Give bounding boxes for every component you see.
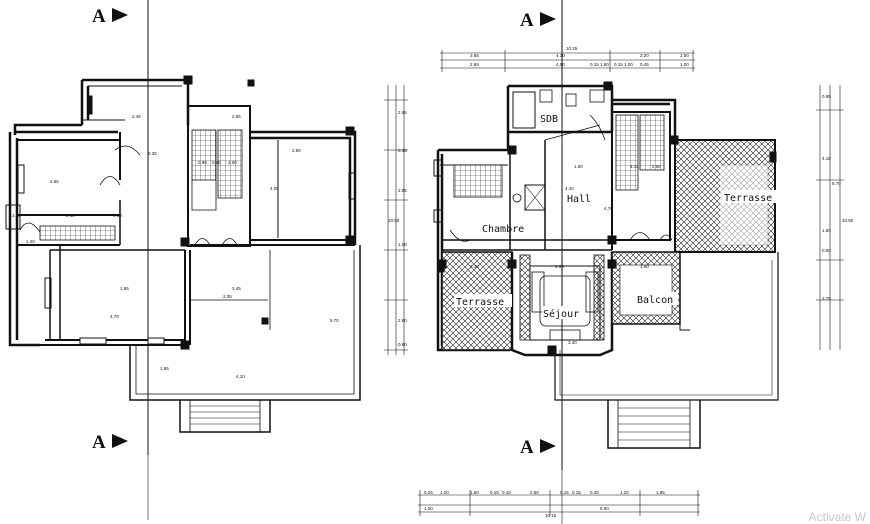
svg-text:0.85: 0.85 — [198, 160, 207, 165]
svg-text:2.40: 2.40 — [470, 264, 479, 269]
svg-text:1.20: 1.20 — [26, 239, 35, 244]
svg-text:5.70: 5.70 — [832, 181, 841, 186]
right-plan — [384, 0, 844, 524]
svg-text:2.65: 2.65 — [398, 110, 407, 115]
side-dimensions-right: 0.95 4.15 5.70 10.50 1.50 0.50 3.75 — [822, 94, 854, 301]
svg-text:1.50: 1.50 — [822, 228, 831, 233]
svg-text:5.70: 5.70 — [330, 318, 339, 323]
svg-text:0.15: 0.15 — [572, 490, 581, 495]
svg-text:4.50: 4.50 — [556, 62, 565, 67]
svg-text:1.60: 1.60 — [470, 490, 479, 495]
svg-text:2.45: 2.45 — [132, 114, 141, 119]
svg-text:0.95: 0.95 — [822, 94, 831, 99]
svg-text:2.55: 2.55 — [398, 188, 407, 193]
svg-text:2.65: 2.65 — [652, 164, 661, 169]
svg-text:2.65: 2.65 — [50, 179, 59, 184]
svg-text:0.60: 0.60 — [398, 342, 407, 347]
room-label-balcon: Balcon — [637, 295, 673, 306]
left-plan-dimensions: 2.45 2.35 2.80 4.05 5.70 2.65 4.10 1.85 … — [12, 114, 339, 379]
room-label-sejour: Séjour — [543, 308, 579, 320]
svg-text:8.60: 8.60 — [600, 506, 609, 511]
right-plan-dimensions: 4.70 4.40 2.55 3.40 1.60 2.40 1.60 2.65 … — [470, 164, 661, 345]
svg-text:10.15: 10.15 — [545, 513, 557, 518]
svg-text:4.05: 4.05 — [270, 186, 279, 191]
room-label-sdb: SDB — [540, 114, 558, 125]
svg-text:1.85: 1.85 — [160, 366, 169, 371]
room-label-chambre: Chambre — [482, 224, 524, 235]
svg-text:4.30: 4.30 — [556, 53, 565, 58]
svg-text:A: A — [520, 437, 534, 458]
svg-text:1.85: 1.85 — [120, 286, 129, 291]
svg-text:A: A — [520, 10, 534, 31]
svg-text:1.00: 1.00 — [424, 506, 433, 511]
svg-text:1.00: 1.00 — [440, 490, 449, 495]
svg-text:10.50: 10.50 — [842, 218, 854, 223]
svg-text:3.75: 3.75 — [822, 296, 831, 301]
side-dimensions-left: 2.65 0.15 2.55 10.50 1.00 2.60 0.60 — [388, 110, 407, 347]
svg-text:2.45: 2.45 — [12, 213, 21, 218]
svg-text:4.70: 4.70 — [110, 314, 119, 319]
svg-text:2.65: 2.65 — [470, 62, 479, 67]
room-label-hall: Hall — [567, 194, 591, 205]
svg-text:0.50: 0.50 — [822, 248, 831, 253]
svg-text:0.40: 0.40 — [212, 160, 221, 165]
svg-text:1.60: 1.60 — [574, 164, 583, 169]
svg-text:1.80: 1.80 — [600, 62, 609, 67]
svg-text:0.45: 0.45 — [590, 490, 599, 495]
svg-text:0.15: 0.15 — [502, 490, 511, 495]
svg-text:2.60: 2.60 — [398, 318, 407, 323]
svg-text:3.40: 3.40 — [568, 340, 577, 345]
svg-text:2.95: 2.95 — [232, 114, 241, 119]
svg-text:0.25: 0.25 — [424, 490, 433, 495]
svg-text:2.35: 2.35 — [148, 151, 157, 156]
svg-text:2.40: 2.40 — [66, 213, 75, 218]
section-marker-bottom-left: A — [92, 432, 128, 453]
bottom-dimensions: 0.25 1.00 1.60 0.15 0.15 2.50 0.15 0.15 … — [424, 490, 665, 518]
room-label-terrasse-left: Terrasse — [456, 297, 504, 308]
svg-text:0.15: 0.15 — [560, 490, 569, 495]
svg-text:0.15: 0.15 — [614, 62, 623, 67]
svg-text:2.50: 2.50 — [530, 490, 539, 495]
svg-text:0.15: 0.15 — [398, 148, 407, 153]
svg-text:0.45: 0.45 — [640, 62, 649, 67]
svg-text:0.15: 0.15 — [490, 490, 499, 495]
left-plan — [5, 0, 361, 520]
section-marker-top-right: A — [520, 10, 556, 31]
room-label-terrasse-right: Terrasse — [724, 193, 772, 204]
svg-text:4.70: 4.70 — [604, 206, 613, 211]
svg-text:A: A — [92, 432, 106, 453]
svg-text:4.40: 4.40 — [565, 186, 574, 191]
svg-text:2.65: 2.65 — [470, 53, 479, 58]
svg-text:4.10: 4.10 — [236, 374, 245, 379]
svg-text:1.95: 1.95 — [656, 490, 665, 495]
svg-text:1.00: 1.00 — [398, 242, 407, 247]
svg-text:1.00: 1.00 — [624, 62, 633, 67]
activation-watermark: Activate W — [808, 510, 866, 524]
svg-text:2.35: 2.35 — [223, 294, 232, 299]
section-marker-top-left: A — [92, 6, 128, 27]
section-marker-bottom-right: A — [520, 437, 556, 458]
svg-text:3.45: 3.45 — [232, 286, 241, 291]
svg-text:2.20: 2.20 — [640, 53, 649, 58]
svg-text:2.80: 2.80 — [292, 148, 301, 153]
svg-text:4.15: 4.15 — [630, 164, 639, 169]
svg-text:4.10: 4.10 — [113, 213, 122, 218]
svg-text:1.00: 1.00 — [680, 62, 689, 67]
svg-text:4.15: 4.15 — [822, 156, 831, 161]
svg-text:0.15: 0.15 — [590, 62, 599, 67]
svg-text:10.25: 10.25 — [566, 46, 578, 51]
svg-text:10.50: 10.50 — [388, 218, 400, 223]
svg-text:1.00: 1.00 — [680, 53, 689, 58]
svg-text:1.00: 1.00 — [228, 160, 237, 165]
svg-text:2.55: 2.55 — [555, 264, 564, 269]
svg-text:1.60: 1.60 — [640, 264, 649, 269]
top-dimensions: 10.25 2.65 4.30 2.20 1.00 2.65 4.50 0.15… — [470, 46, 689, 67]
svg-text:A: A — [92, 6, 106, 27]
svg-text:1.20: 1.20 — [620, 490, 629, 495]
